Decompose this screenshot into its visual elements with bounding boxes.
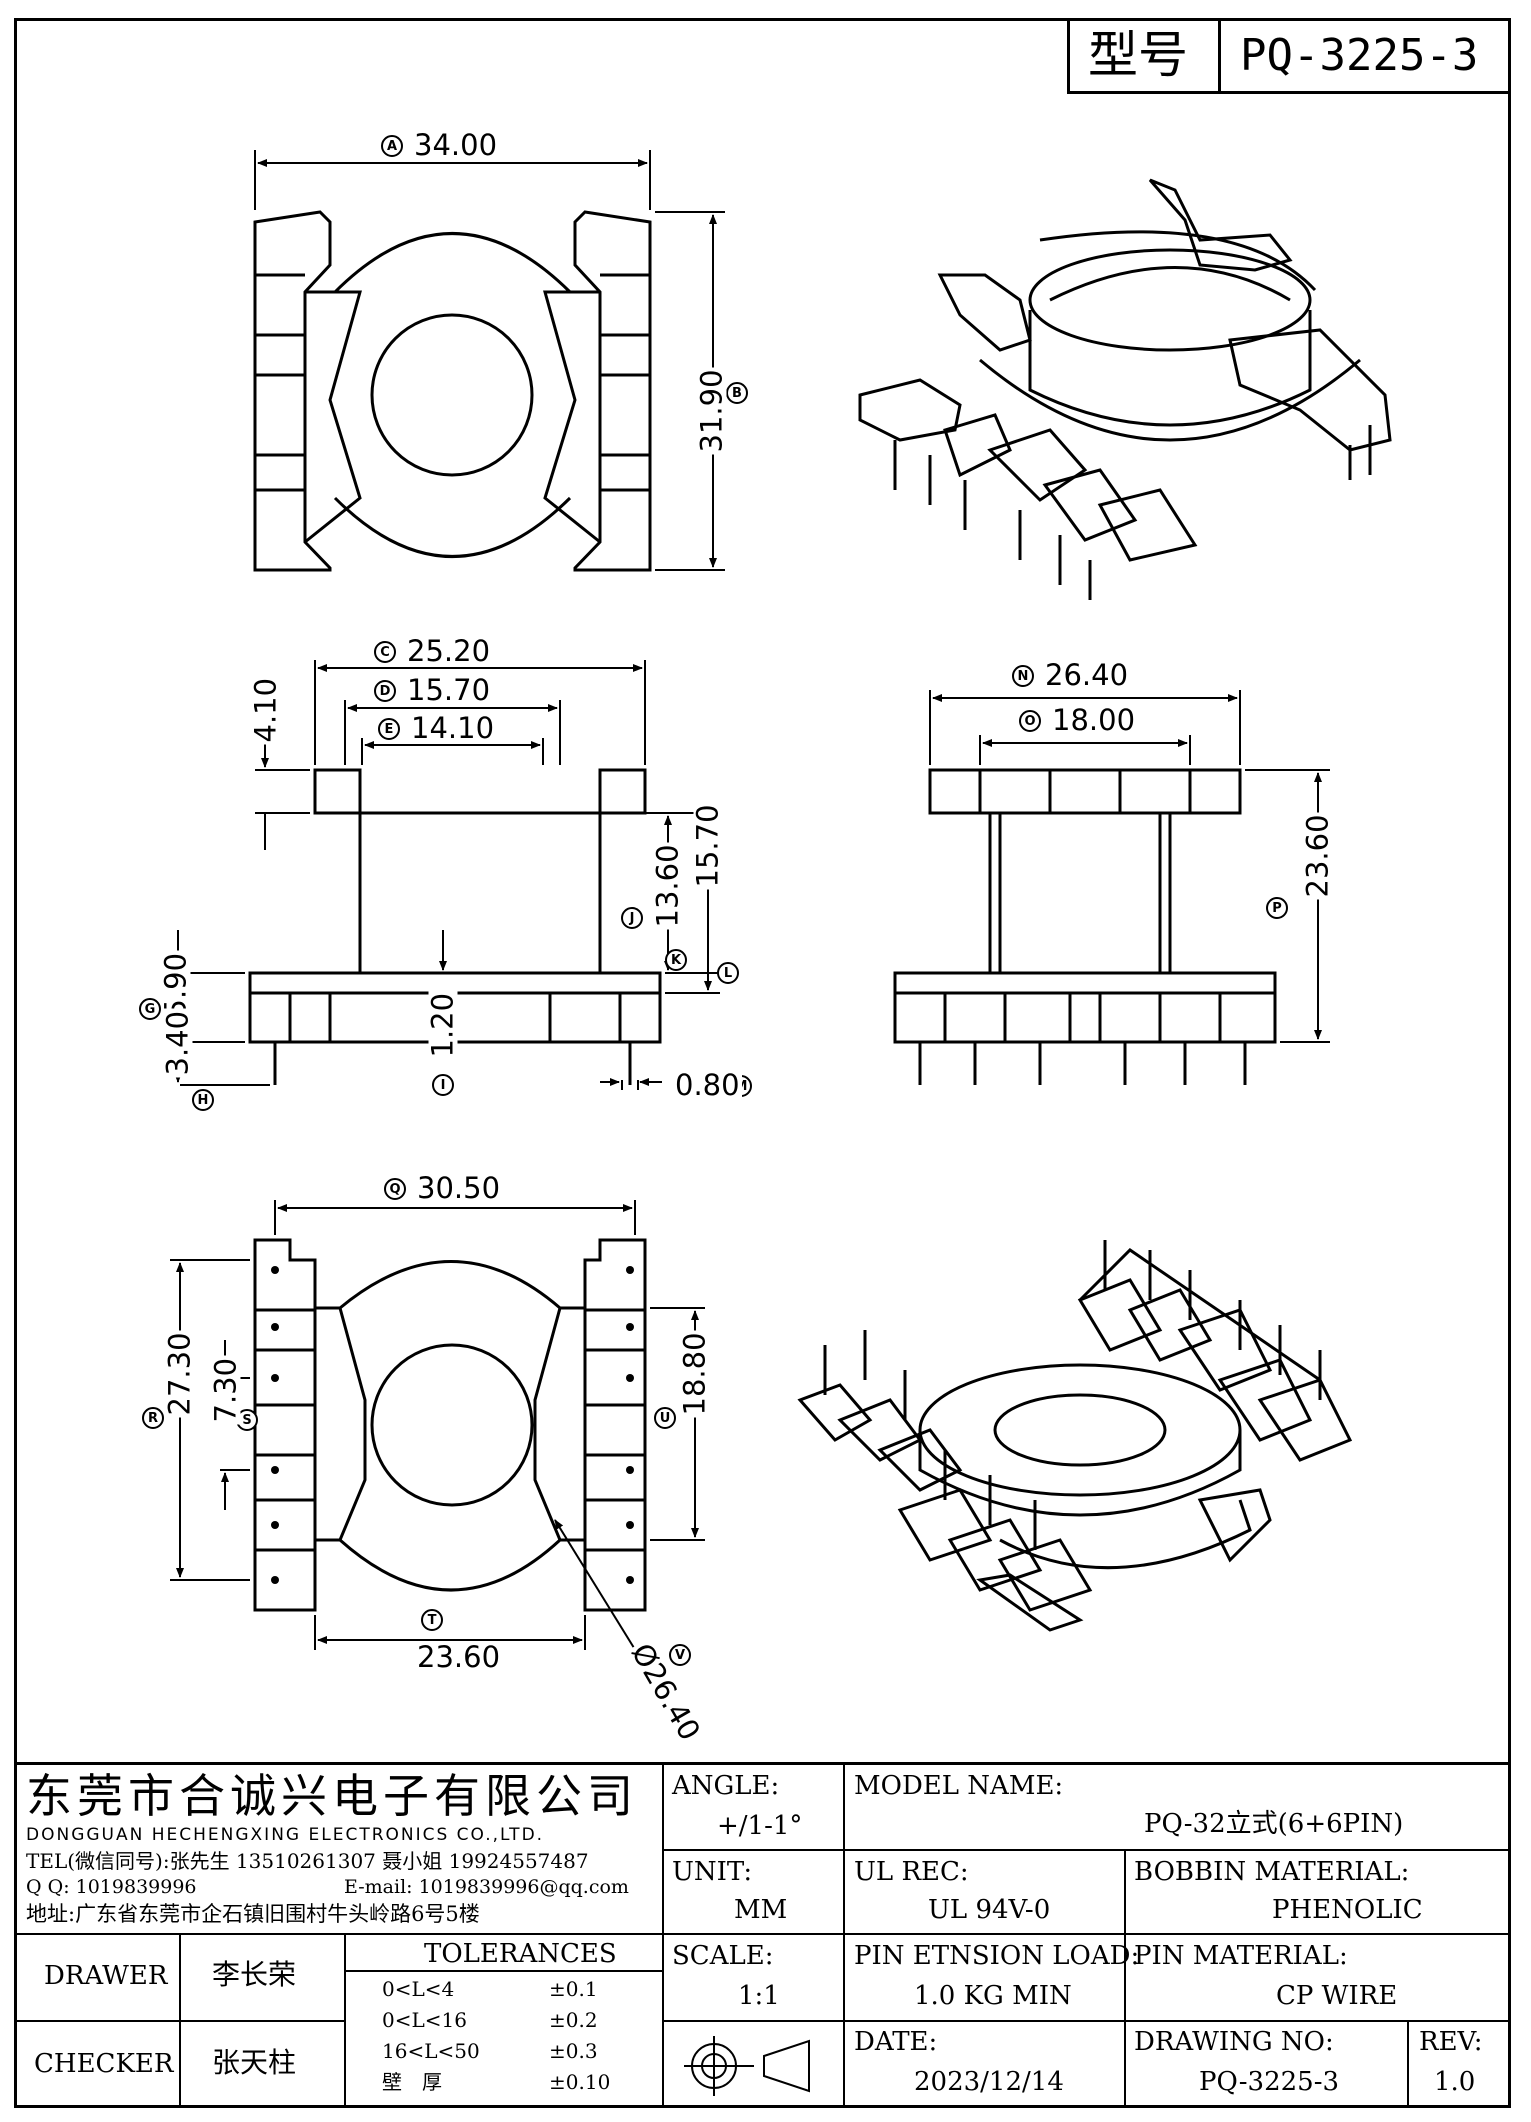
dim-i-bubble: I xyxy=(432,1074,454,1096)
tol-range-2: 16<L<50 xyxy=(382,2039,480,2063)
projection-symbol-icon xyxy=(684,2036,810,2096)
tol-value-3: ±0.10 xyxy=(549,2070,611,2094)
dim-e-value: 14.10 xyxy=(409,711,497,745)
dim-c-value: 25.20 xyxy=(405,634,493,668)
dim-j-bubble: J xyxy=(621,907,643,929)
dim-e-bubble: E xyxy=(378,718,400,740)
company-name-en: DONGGUAN HECHENGXING ELECTRONICS CO.,LTD… xyxy=(26,1825,545,1845)
drawing-no-label: DRAWING NO: xyxy=(1134,2027,1334,2057)
dim-f-value: 4.10 xyxy=(248,675,283,745)
dim-p-value: 23.60 xyxy=(1300,812,1335,900)
company-tel: TEL(微信同号):张先生 13510261307 聂小姐 1992455748… xyxy=(26,1849,589,1873)
dim-a-value: 34.00 xyxy=(412,128,500,162)
ul-rec-label: UL REC: xyxy=(854,1857,969,1887)
bobbin-material-value: PHENOLIC xyxy=(1272,1895,1423,1925)
dim-p-bubble: P xyxy=(1266,897,1288,919)
unit-value: MM xyxy=(734,1895,788,1925)
model-name-label: MODEL NAME: xyxy=(854,1771,1064,1801)
company-qq: Q Q: 1019839996 xyxy=(26,1876,197,1898)
dim-t-value: 23.60 xyxy=(415,1640,503,1674)
bottom-view xyxy=(253,1238,647,1612)
dim-q-value: 30.50 xyxy=(415,1171,503,1205)
tol-value-0: ±0.1 xyxy=(549,1977,598,2001)
dim-n-value: 26.40 xyxy=(1043,658,1131,692)
tolerances-label: TOLERANCES xyxy=(424,1939,617,1969)
bobbin-material-label: BOBBIN MATERIAL: xyxy=(1134,1857,1410,1887)
model-header: 型号 PQ-3225-3 xyxy=(1067,18,1511,94)
drawing-frame xyxy=(14,18,1511,2108)
dim-d-bubble: D xyxy=(374,680,396,702)
drawer-value: 李长荣 xyxy=(212,1958,297,1991)
scale-label: SCALE: xyxy=(672,1941,774,1971)
pin-load-value: 1.0 KG MIN xyxy=(914,1981,1072,2011)
model-name-value: PQ-32立式(6+6PIN) xyxy=(1144,1809,1404,1839)
dim-g-bubble: G xyxy=(139,998,161,1020)
dim-i-value: 1.20 xyxy=(425,990,460,1060)
date-label: DATE: xyxy=(854,2027,938,2057)
dim-q-bubble: Q xyxy=(384,1178,406,1200)
tol-range-0: 0<L<4 xyxy=(382,1977,455,2001)
dim-k-bubble: K xyxy=(665,949,687,971)
bottom-view-pin-holes xyxy=(271,1266,634,1584)
company-address: 地址:广东省东莞市企石镇旧围村牛头岭路6号5楼 xyxy=(26,1902,480,1926)
tol-range-3: 壁 厚 xyxy=(382,2070,442,2094)
dim-s-value: 7.30 xyxy=(208,1355,243,1425)
dim-front-lines xyxy=(174,660,720,1090)
angle-value: +/1-1° xyxy=(717,1811,803,1841)
iso-view-bottom xyxy=(797,1248,1353,1632)
company-name-cn: 东莞市合诚兴电子有限公司 xyxy=(26,1769,638,1823)
scale-value: 1:1 xyxy=(738,1981,780,2011)
tol-value-2: ±0.3 xyxy=(549,2039,598,2063)
dim-r-value: 27.30 xyxy=(162,1330,197,1418)
dim-h-value: 3.40 xyxy=(160,1008,195,1078)
date-value: 2023/12/14 xyxy=(914,2067,1064,2097)
dim-d-value: 15.70 xyxy=(405,673,493,707)
dim-j-value: 13.60 xyxy=(650,842,685,930)
dim-a-bubble: A xyxy=(381,135,403,157)
model-label: 型号 xyxy=(1088,26,1188,84)
tol-range-1: 0<L<16 xyxy=(382,2008,467,2032)
title-block: 东莞市合诚兴电子有限公司 DONGGUAN HECHENGXING ELECTR… xyxy=(14,1762,1511,2108)
iso-bottom-pins xyxy=(823,1240,1322,1550)
ul-rec-value: UL 94V-0 xyxy=(928,1895,1051,1925)
top-view xyxy=(253,210,652,572)
pin-load-label: PIN ETNSION LOAD: xyxy=(854,1941,1140,1971)
dim-c-bubble: C xyxy=(374,641,396,663)
dim-b-value: 31.90 xyxy=(694,367,729,455)
pin-material-value: CP WIRE xyxy=(1276,1981,1398,2011)
dim-r-bubble: R xyxy=(142,1407,164,1429)
checker-label: CHECKER xyxy=(34,2049,174,2079)
company-email: E-mail: 1019839996@qq.com xyxy=(344,1876,629,1898)
dim-m-value: 0.80 xyxy=(673,1068,742,1102)
angle-label: ANGLE: xyxy=(672,1771,780,1801)
dim-t-bubble: T xyxy=(421,1609,443,1631)
dim-o-bubble: O xyxy=(1019,710,1041,732)
dim-v-bubble: V xyxy=(669,1644,691,1666)
rev-value: 1.0 xyxy=(1434,2067,1476,2097)
unit-label: UNIT: xyxy=(672,1857,753,1887)
dim-l-bubble: L xyxy=(717,962,739,984)
dim-b-bubble: B xyxy=(726,382,748,404)
dim-n-bubble: N xyxy=(1012,665,1034,687)
side-view xyxy=(893,768,1277,1085)
tol-value-1: ±0.2 xyxy=(549,2008,598,2032)
checker-value: 张天柱 xyxy=(212,2046,297,2079)
model-value: PQ-3225-3 xyxy=(1240,30,1479,81)
dim-u-value: 18.80 xyxy=(677,1330,712,1418)
drawer-label: DRAWER xyxy=(44,1961,168,1991)
drawing-no-value: PQ-3225-3 xyxy=(1199,2067,1340,2097)
dim-A-lines xyxy=(254,150,651,210)
dim-h-bubble: H xyxy=(192,1089,214,1111)
dim-k-value: 15.70 xyxy=(690,802,725,890)
rev-label: REV: xyxy=(1419,2027,1483,2057)
dim-o-value: 18.00 xyxy=(1050,703,1138,737)
dim-u-bubble: U xyxy=(654,1407,676,1429)
pin-material-label: PIN MATERIAL: xyxy=(1134,1941,1348,1971)
iso-view-top xyxy=(858,178,1392,600)
